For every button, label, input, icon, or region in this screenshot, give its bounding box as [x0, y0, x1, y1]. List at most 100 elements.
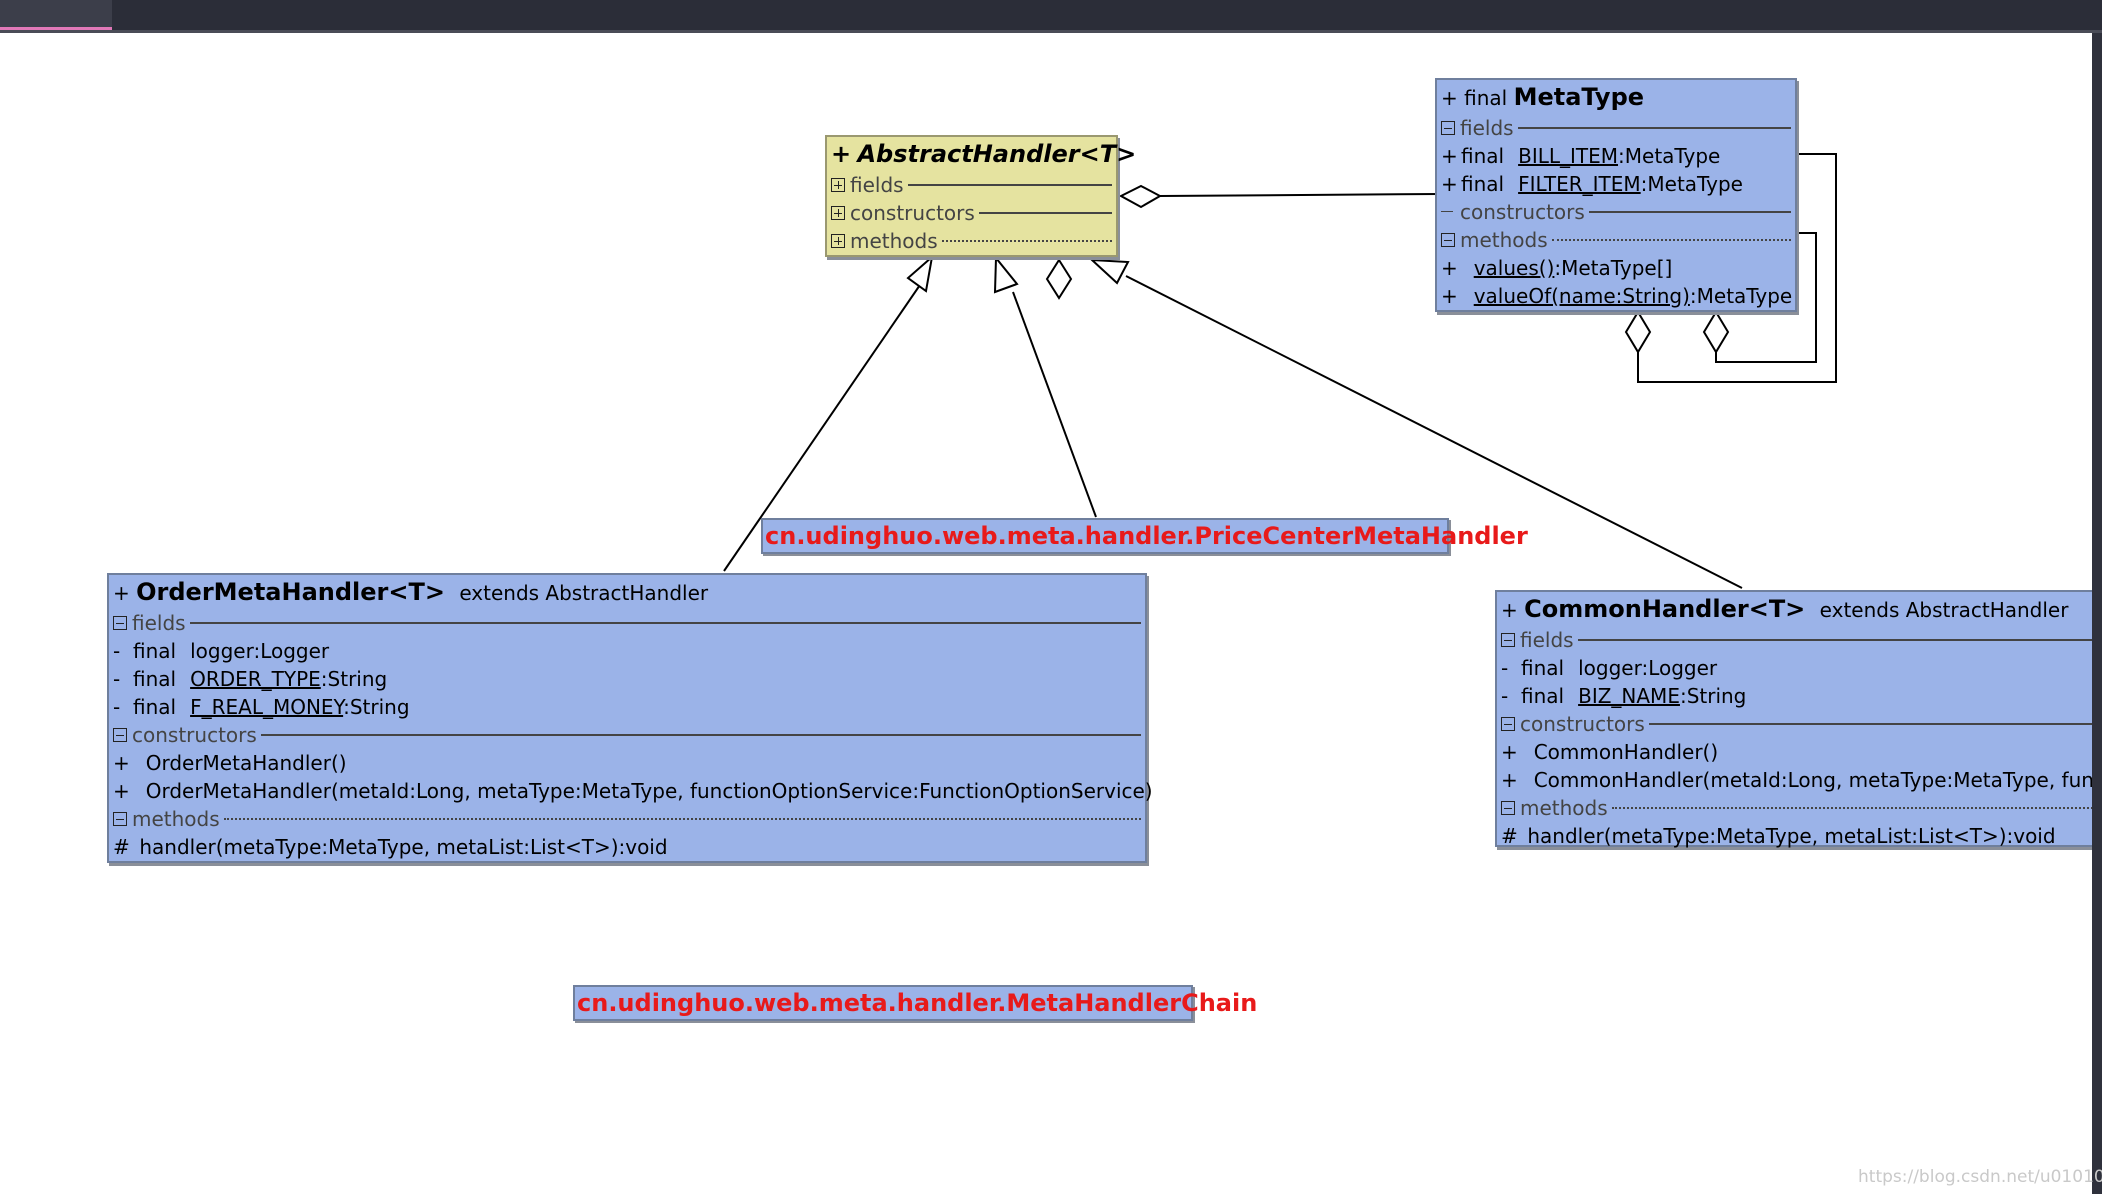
- class-abstract-handler[interactable]: + AbstractHandler<T> fields constructors…: [825, 135, 1136, 257]
- self-aggregation-line: [1637, 153, 1837, 383]
- class-name: AbstractHandler<T>: [857, 140, 1137, 168]
- self-aggregation-line: [1715, 232, 1817, 363]
- package-label-price-center[interactable]: cn.udinghuo.web.meta.handler.PriceCenter…: [761, 518, 1528, 554]
- visibility-marker: +: [1441, 256, 1458, 280]
- section-label: fields: [132, 611, 186, 635]
- section-methods[interactable]: methods: [1501, 794, 2092, 822]
- section-divider: [223, 818, 1141, 820]
- collapse-icon[interactable]: [1501, 633, 1515, 647]
- section-fields[interactable]: fields: [831, 171, 1112, 199]
- section-label: fields: [1460, 116, 1514, 140]
- field-type: :Logger: [1641, 656, 1718, 680]
- visibility-marker: #: [1501, 824, 1518, 848]
- constructor-row[interactable]: + OrderMetaHandler(metaId:Long, metaType…: [113, 777, 1153, 805]
- section-divider: [1611, 807, 2092, 809]
- visibility-marker: +: [113, 751, 130, 775]
- section-label: fields: [1520, 628, 1574, 652]
- package-label-chain[interactable]: cn.udinghuo.web.meta.handler.MetaHandler…: [573, 985, 1257, 1021]
- class-modifier: final: [1464, 86, 1508, 110]
- section-fields[interactable]: fields: [1441, 114, 1791, 142]
- constructor-row[interactable]: + CommonHandler(metaId:Long, metaType:Me…: [1501, 766, 2092, 794]
- section-divider: [260, 734, 1141, 736]
- visibility-marker: +: [1501, 740, 1518, 764]
- visibility-marker: -: [113, 695, 121, 719]
- constructor-signature: CommonHandler(): [1533, 740, 1719, 764]
- section-methods[interactable]: methods: [1441, 226, 1791, 254]
- collapse-icon[interactable]: [113, 728, 127, 742]
- visibility-marker: -: [1501, 684, 1509, 708]
- field-modifier: final: [133, 667, 177, 691]
- collapse-icon[interactable]: [113, 616, 127, 630]
- constructor-signature: CommonHandler(metaId:Long, metaType:Meta…: [1533, 768, 2092, 792]
- method-name: valueOf(name:String): [1473, 284, 1690, 308]
- expand-icon[interactable]: [831, 234, 845, 248]
- field-name: FILTER_ITEM: [1518, 172, 1641, 196]
- section-label: methods: [132, 807, 220, 831]
- method-row[interactable]: # handler(metaType:MetaType, metaList:Li…: [113, 833, 1141, 861]
- field-name: F_REAL_MONEY: [190, 695, 344, 719]
- constructor-row[interactable]: + CommonHandler(): [1501, 738, 2092, 766]
- section-label: methods: [1520, 796, 1608, 820]
- collapse-icon[interactable]: [113, 812, 127, 826]
- generalization-line-common: [1125, 275, 1743, 589]
- class-header: + final MetaType: [1441, 80, 1791, 114]
- field-name: logger: [1578, 656, 1642, 680]
- visibility-marker: +: [1441, 144, 1458, 168]
- visibility-marker: -: [1501, 656, 1509, 680]
- watermark: https://blog.csdn.net/u010105645: [1858, 1167, 2102, 1187]
- constructor-row[interactable]: + OrderMetaHandler(): [113, 749, 1141, 777]
- visibility-marker: +: [1441, 284, 1458, 308]
- section-constructors[interactable]: constructors: [113, 721, 1141, 749]
- section-constructors[interactable]: constructors: [1441, 198, 1791, 226]
- visibility-marker: #: [113, 835, 130, 859]
- section-constructors[interactable]: constructors: [1501, 710, 2092, 738]
- field-name: logger: [190, 639, 254, 663]
- class-header: + CommonHandler<T> extends AbstractHandl…: [1501, 592, 2092, 626]
- visibility-marker: +: [113, 581, 130, 605]
- class-order-meta-handler[interactable]: + OrderMetaHandler<T> extends AbstractHa…: [107, 573, 1153, 863]
- method-row[interactable]: # handler(metaType:MetaType, metaList:Li…: [1501, 822, 2092, 850]
- section-methods[interactable]: methods: [831, 227, 1112, 255]
- section-label: methods: [1460, 228, 1548, 252]
- collapse-icon[interactable]: [1441, 121, 1455, 135]
- section-divider: [1648, 723, 2092, 725]
- expand-icon[interactable]: [831, 178, 845, 192]
- visibility-marker: +: [1501, 598, 1518, 622]
- editor-tab-bar: [0, 0, 2102, 33]
- section-methods[interactable]: methods: [113, 805, 1141, 833]
- section-fields[interactable]: fields: [113, 609, 1141, 637]
- section-constructors[interactable]: constructors: [831, 199, 1112, 227]
- method-row[interactable]: + values():MetaType[]: [1441, 254, 1791, 282]
- collapse-icon[interactable]: [1441, 233, 1455, 247]
- field-name: ORDER_TYPE: [190, 667, 321, 691]
- active-editor-tab[interactable]: [0, 0, 112, 30]
- expand-icon[interactable]: [831, 206, 845, 220]
- visibility-marker: +: [1501, 768, 1518, 792]
- class-common-handler[interactable]: + CommonHandler<T> extends AbstractHandl…: [1495, 590, 2092, 850]
- generalization-line-pricecenter: [1012, 291, 1097, 518]
- method-row[interactable]: + valueOf(name:String):MetaType: [1441, 282, 1792, 310]
- visibility-marker: -: [113, 639, 121, 663]
- aggregation-diamond-icon: [1624, 310, 1652, 354]
- section-divider: [1551, 239, 1791, 241]
- generalization-line-order: [723, 281, 923, 572]
- section-label: constructors: [850, 201, 975, 225]
- field-type: :String: [343, 695, 410, 719]
- scrollbar-track[interactable]: [2092, 33, 2102, 1194]
- class-name: MetaType: [1513, 83, 1645, 111]
- field-type: :Logger: [253, 639, 330, 663]
- section-fields[interactable]: fields: [1501, 626, 2092, 654]
- section-divider: [978, 212, 1112, 214]
- collapse-icon[interactable]: [1501, 801, 1515, 815]
- collapse-icon[interactable]: [1501, 717, 1515, 731]
- method-name: values(): [1473, 256, 1555, 280]
